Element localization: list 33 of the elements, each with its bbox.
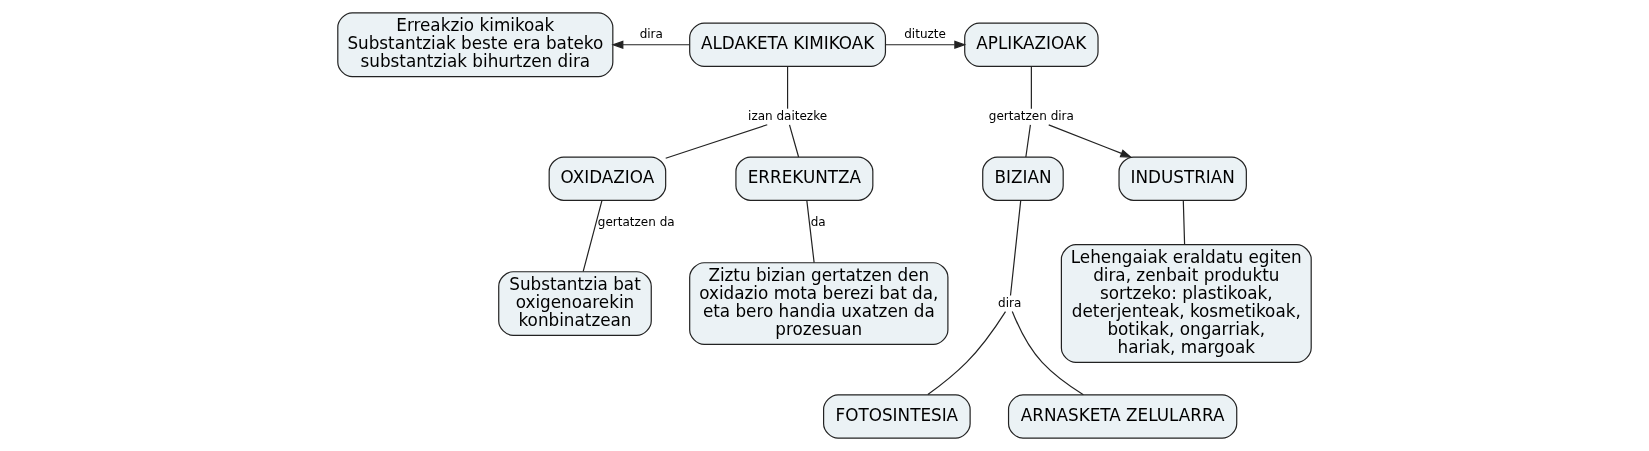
connector [582, 200, 603, 272]
connector [1011, 310, 1084, 396]
node-box: ARNASKETA ZELULARRA [1007, 394, 1238, 439]
node-box: ERREKUNTZA [735, 156, 874, 201]
node-box: BIZIAN [982, 156, 1064, 201]
edge-label: gertatzen da [597, 214, 675, 229]
arrow [611, 40, 690, 49]
edge-label: dira [639, 26, 663, 41]
node-text: dira [998, 295, 1022, 310]
connector [927, 311, 1007, 396]
edge-label: da [810, 214, 826, 229]
node-text: gertatzen dira [988, 108, 1074, 123]
connector [786, 65, 789, 110]
connector [1030, 65, 1032, 110]
node-box: FOTOSINTESIA [823, 394, 971, 439]
connector [1009, 200, 1022, 297]
connector [1182, 200, 1186, 246]
node-box: Erreakzio kimikoak Substantziak beste era bateko substantziak bihurtzen dira [337, 12, 614, 78]
connector [788, 124, 800, 158]
arrow [885, 40, 967, 49]
node-box: INDUSTRIAN [1118, 156, 1247, 201]
node-box: ALDAKETA KIMIKOAK [689, 22, 887, 67]
node-box: Substantzia bat oxigenoarekin konbinatzean [498, 271, 652, 336]
node-text: izan daitezke [748, 108, 828, 123]
node-box: Ziztu bizian gertatzen den oxidazio mota berezi bat da, eta bero handia uxatzen da prozesuan [689, 262, 949, 345]
edge-label: dituzte [904, 26, 946, 41]
connector [1025, 124, 1031, 158]
arrow [1048, 124, 1133, 158]
node-box: OXIDAZIOA [548, 156, 667, 201]
connector [806, 200, 815, 264]
node-box: APLIKAZIOAK [964, 22, 1099, 67]
node-box: Lehengaiak eraldatu egiten dira, zenbait produktu sortzeko: plastikoak, deterjenteak, kosmetikoak, botikak, ongarriak, hariak, margoak [1060, 244, 1312, 363]
connector [665, 124, 768, 159]
